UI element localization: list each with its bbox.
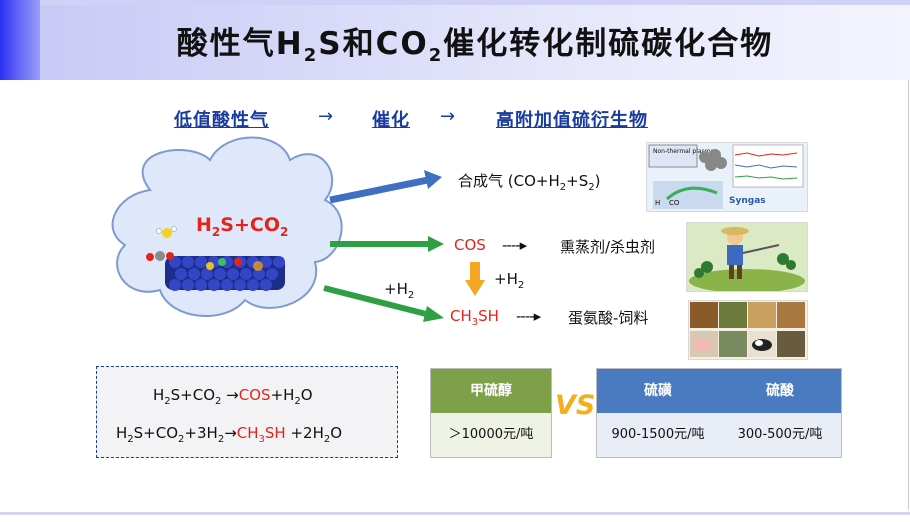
- equation-cos: H2S+CO2 →COS+H2O: [153, 386, 313, 407]
- use-methionine: 蛋氨酸-饲料: [568, 309, 649, 327]
- table-header-sulfuric-acid: 硫酸: [719, 369, 841, 413]
- svg-text:Non-thermal plasma: Non-thermal plasma: [653, 148, 715, 155]
- table-methanethiol-price: 甲硫醇 ＞10000元/吨: [430, 368, 552, 458]
- vs-label: VS: [555, 390, 596, 421]
- arrow-cos-to-ch3sh: [465, 262, 485, 296]
- flow-step-catalysis: 催化: [372, 110, 410, 131]
- slide-title: 酸性气H2S和CO2催化转化制硫碳化合物: [176, 26, 774, 67]
- equations-box: [96, 366, 398, 458]
- plasma-figure-icon: Non-thermal plasma H CO Syngas: [648, 144, 804, 209]
- flow-arrow-2: →: [440, 106, 456, 127]
- table-sulfur-products-price: 硫磺 硫酸 900-1500元/吨 300-500元/吨: [596, 368, 842, 458]
- catalyst-surface-icon: [165, 256, 285, 291]
- farmer-spraying-image: [686, 222, 808, 293]
- product-syngas: 合成气 (CO+H2+S2): [458, 172, 601, 193]
- h2-label-left: +H2: [384, 280, 415, 301]
- svg-text:CO: CO: [669, 199, 680, 207]
- bottom-border: [0, 512, 910, 515]
- svg-text:H: H: [655, 199, 660, 207]
- top-strip: [0, 0, 910, 5]
- h2-label-right: +H2: [494, 270, 525, 291]
- table-cell-methanethiol-price: ＞10000元/吨: [431, 413, 551, 457]
- arrow-to-cos: [330, 236, 444, 252]
- flow-arrow-1: →: [318, 106, 334, 127]
- arrow-to-syngas: [329, 170, 442, 204]
- table-header-sulfur: 硫磺: [597, 369, 719, 413]
- flow-step-high-value: 高附加值硫衍生物: [496, 110, 648, 131]
- title-accent-bar: [0, 0, 40, 80]
- equation-ch3sh: H2S+CO2+3H2→CH3SH +2H2O: [116, 424, 343, 445]
- feed-livestock-image: [688, 300, 808, 360]
- molecule-icons: [146, 226, 177, 261]
- title-band: [40, 5, 910, 80]
- table-cell-sulfur-price: 900-1500元/吨: [597, 413, 719, 457]
- svg-text:Syngas: Syngas: [729, 196, 766, 206]
- product-cos: COS: [454, 236, 486, 254]
- syngas-plasma-image: Non-thermal plasma H CO Syngas: [646, 142, 808, 212]
- product-ch3sh: CH3SH: [450, 307, 499, 328]
- cloud-reactants: H2S+CO2: [196, 214, 289, 239]
- dash-arrow-cos: ----▸: [502, 236, 527, 254]
- table-header-methanethiol: 甲硫醇: [431, 369, 551, 413]
- arrow-to-ch3sh: [323, 285, 444, 322]
- feed-grid-icon: [690, 302, 805, 357]
- right-border: [908, 80, 909, 510]
- flow-step-low-value: 低值酸性气: [174, 110, 269, 131]
- dash-arrow-ch3sh: ----▸: [516, 307, 541, 325]
- use-fumigant: 熏蒸剂/杀虫剂: [560, 238, 656, 256]
- farmer-icon: [689, 227, 805, 293]
- table-cell-sulfuric-acid-price: 300-500元/吨: [719, 413, 841, 457]
